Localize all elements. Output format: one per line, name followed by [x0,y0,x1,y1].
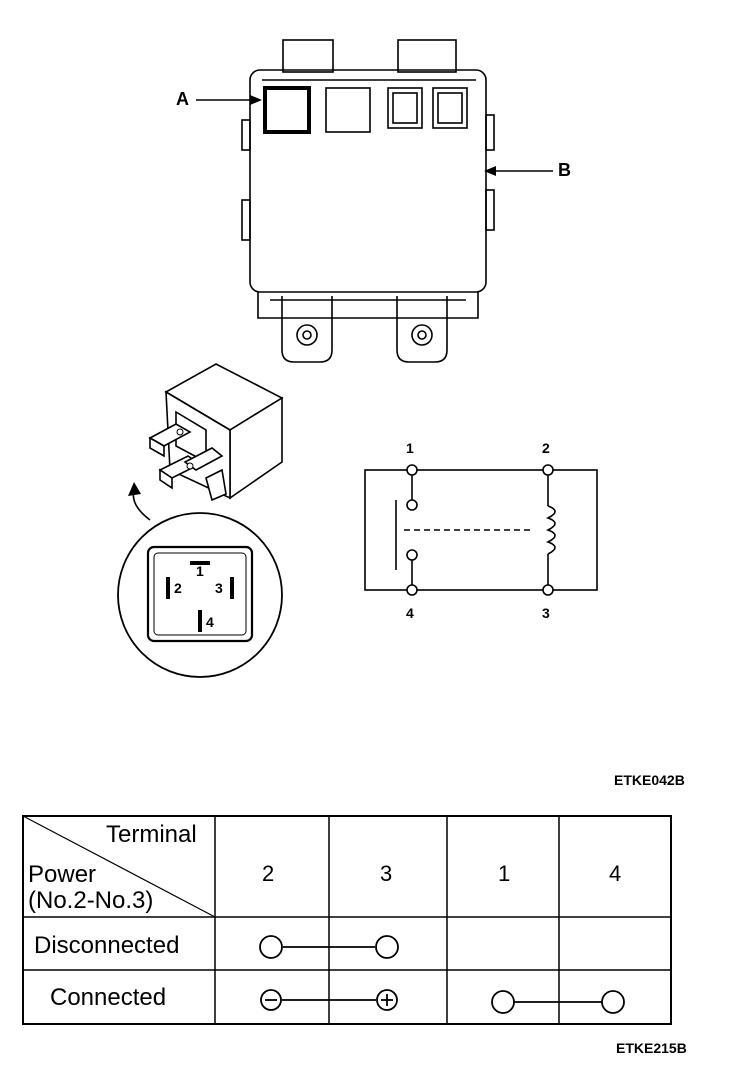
relay-box-body [249,69,487,293]
row-label-disconnected: Disconnected [34,932,180,959]
header-terminal: Terminal [106,821,197,848]
pin-3-label: 3 [215,580,223,596]
continuity-table: Terminal Power (No.2-No.3) 2 3 1 4 Disco… [22,815,672,1025]
power-2-3-connected [260,989,398,1011]
relay-socket-2 [325,87,371,133]
column-header-3: 3 [380,861,393,886]
label-a: A [176,89,189,109]
schematic-terminal-3: 3 [542,605,550,621]
pin-2-label: 2 [174,580,182,596]
schematic-terminal-4: 4 [406,605,414,621]
continuity-2-3-disconnected [259,935,399,959]
relay-socket-3 [387,87,423,129]
relay-illustration [117,39,598,678]
relay-schematic [364,469,598,591]
box-top-tab-left [282,39,334,73]
figure-code-bottom: ETKE215B [616,1040,687,1056]
figure-code-top: ETKE042B [614,772,685,788]
relay-socket-a [263,86,311,134]
box-top-tab-right [397,39,457,73]
continuity-1-4-connected [491,990,625,1014]
schematic-terminal-1: 1 [406,440,414,456]
column-header-1: 1 [498,861,511,886]
column-header-4: 4 [609,861,622,886]
pin-4-label: 4 [206,614,214,630]
relay-socket-4 [432,87,468,129]
header-diagonal [22,815,216,918]
header-power-sub: (No.2-No.3) [28,887,154,914]
schematic-terminal-2: 2 [542,440,550,456]
relay-pin-face [146,545,254,643]
pin-1-label: 1 [196,563,204,579]
row-label-connected: Connected [50,984,167,1011]
header-power: Power [28,861,97,888]
label-b: B [558,160,571,180]
column-header-2: 2 [262,861,275,886]
